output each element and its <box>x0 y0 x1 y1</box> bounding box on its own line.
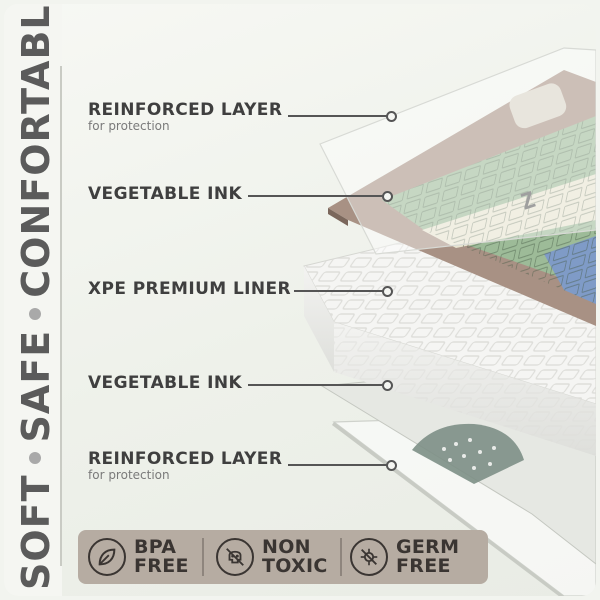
badge-line1: NON <box>262 536 311 558</box>
leader-dot <box>386 111 397 122</box>
certification-badges: BPA FREE NON TOXIC <box>78 530 488 584</box>
badge-line1: GERM <box>396 536 460 558</box>
leaf-icon <box>88 538 126 576</box>
side-divider <box>60 66 62 566</box>
layer-title: REINFORCED LAYER <box>88 100 283 120</box>
badge-bpa-free: BPA FREE <box>88 530 189 584</box>
label-reinforced-layer-bottom: REINFORCED LAYER for protection <box>88 449 282 482</box>
badge-line2: TOXIC <box>262 555 328 577</box>
layer-title: XPE PREMIUM LINER <box>88 279 292 299</box>
layer-subtitle: for protection <box>88 468 170 482</box>
leader-line <box>288 464 388 466</box>
layer-title: VEGETABLE INK <box>88 184 243 204</box>
badge-line2: FREE <box>134 555 189 577</box>
leader-line <box>294 290 384 292</box>
leader-line <box>248 195 384 197</box>
germ-icon <box>350 538 388 576</box>
layer-subtitle: for protection <box>88 119 170 133</box>
label-vegetable-ink-top: VEGETABLE INK <box>88 184 242 204</box>
leader-dot <box>382 191 393 202</box>
label-xpe-liner: XPE PREMIUM LINER <box>88 279 291 299</box>
label-vegetable-ink-bottom: VEGETABLE INK <box>88 373 242 393</box>
badge-line1: BPA <box>134 536 177 558</box>
leader-dot <box>382 286 393 297</box>
mat-layers-illustration: Z <box>303 47 596 596</box>
layer-title: REINFORCED LAYER <box>88 449 283 469</box>
skull-icon <box>216 538 254 576</box>
leader-line <box>248 384 384 386</box>
leader-line <box>288 115 388 117</box>
badge-divider <box>202 538 204 576</box>
foam-liner-side <box>304 266 334 372</box>
top-reinforced-sheet <box>319 47 596 255</box>
layer-title: VEGETABLE INK <box>88 373 243 393</box>
leader-dot <box>386 460 397 471</box>
badge-divider <box>340 538 342 576</box>
leader-dot <box>382 380 393 391</box>
product-infographic: SOFTSAFECONFORTABLE <box>4 4 596 596</box>
side-panel <box>4 4 62 596</box>
badge-germ-free: GERM FREE <box>350 530 459 584</box>
badge-line2: FREE <box>396 555 451 577</box>
badge-non-toxic: NON TOXIC <box>216 530 328 584</box>
label-reinforced-layer-top: REINFORCED LAYER for protection <box>88 100 282 133</box>
